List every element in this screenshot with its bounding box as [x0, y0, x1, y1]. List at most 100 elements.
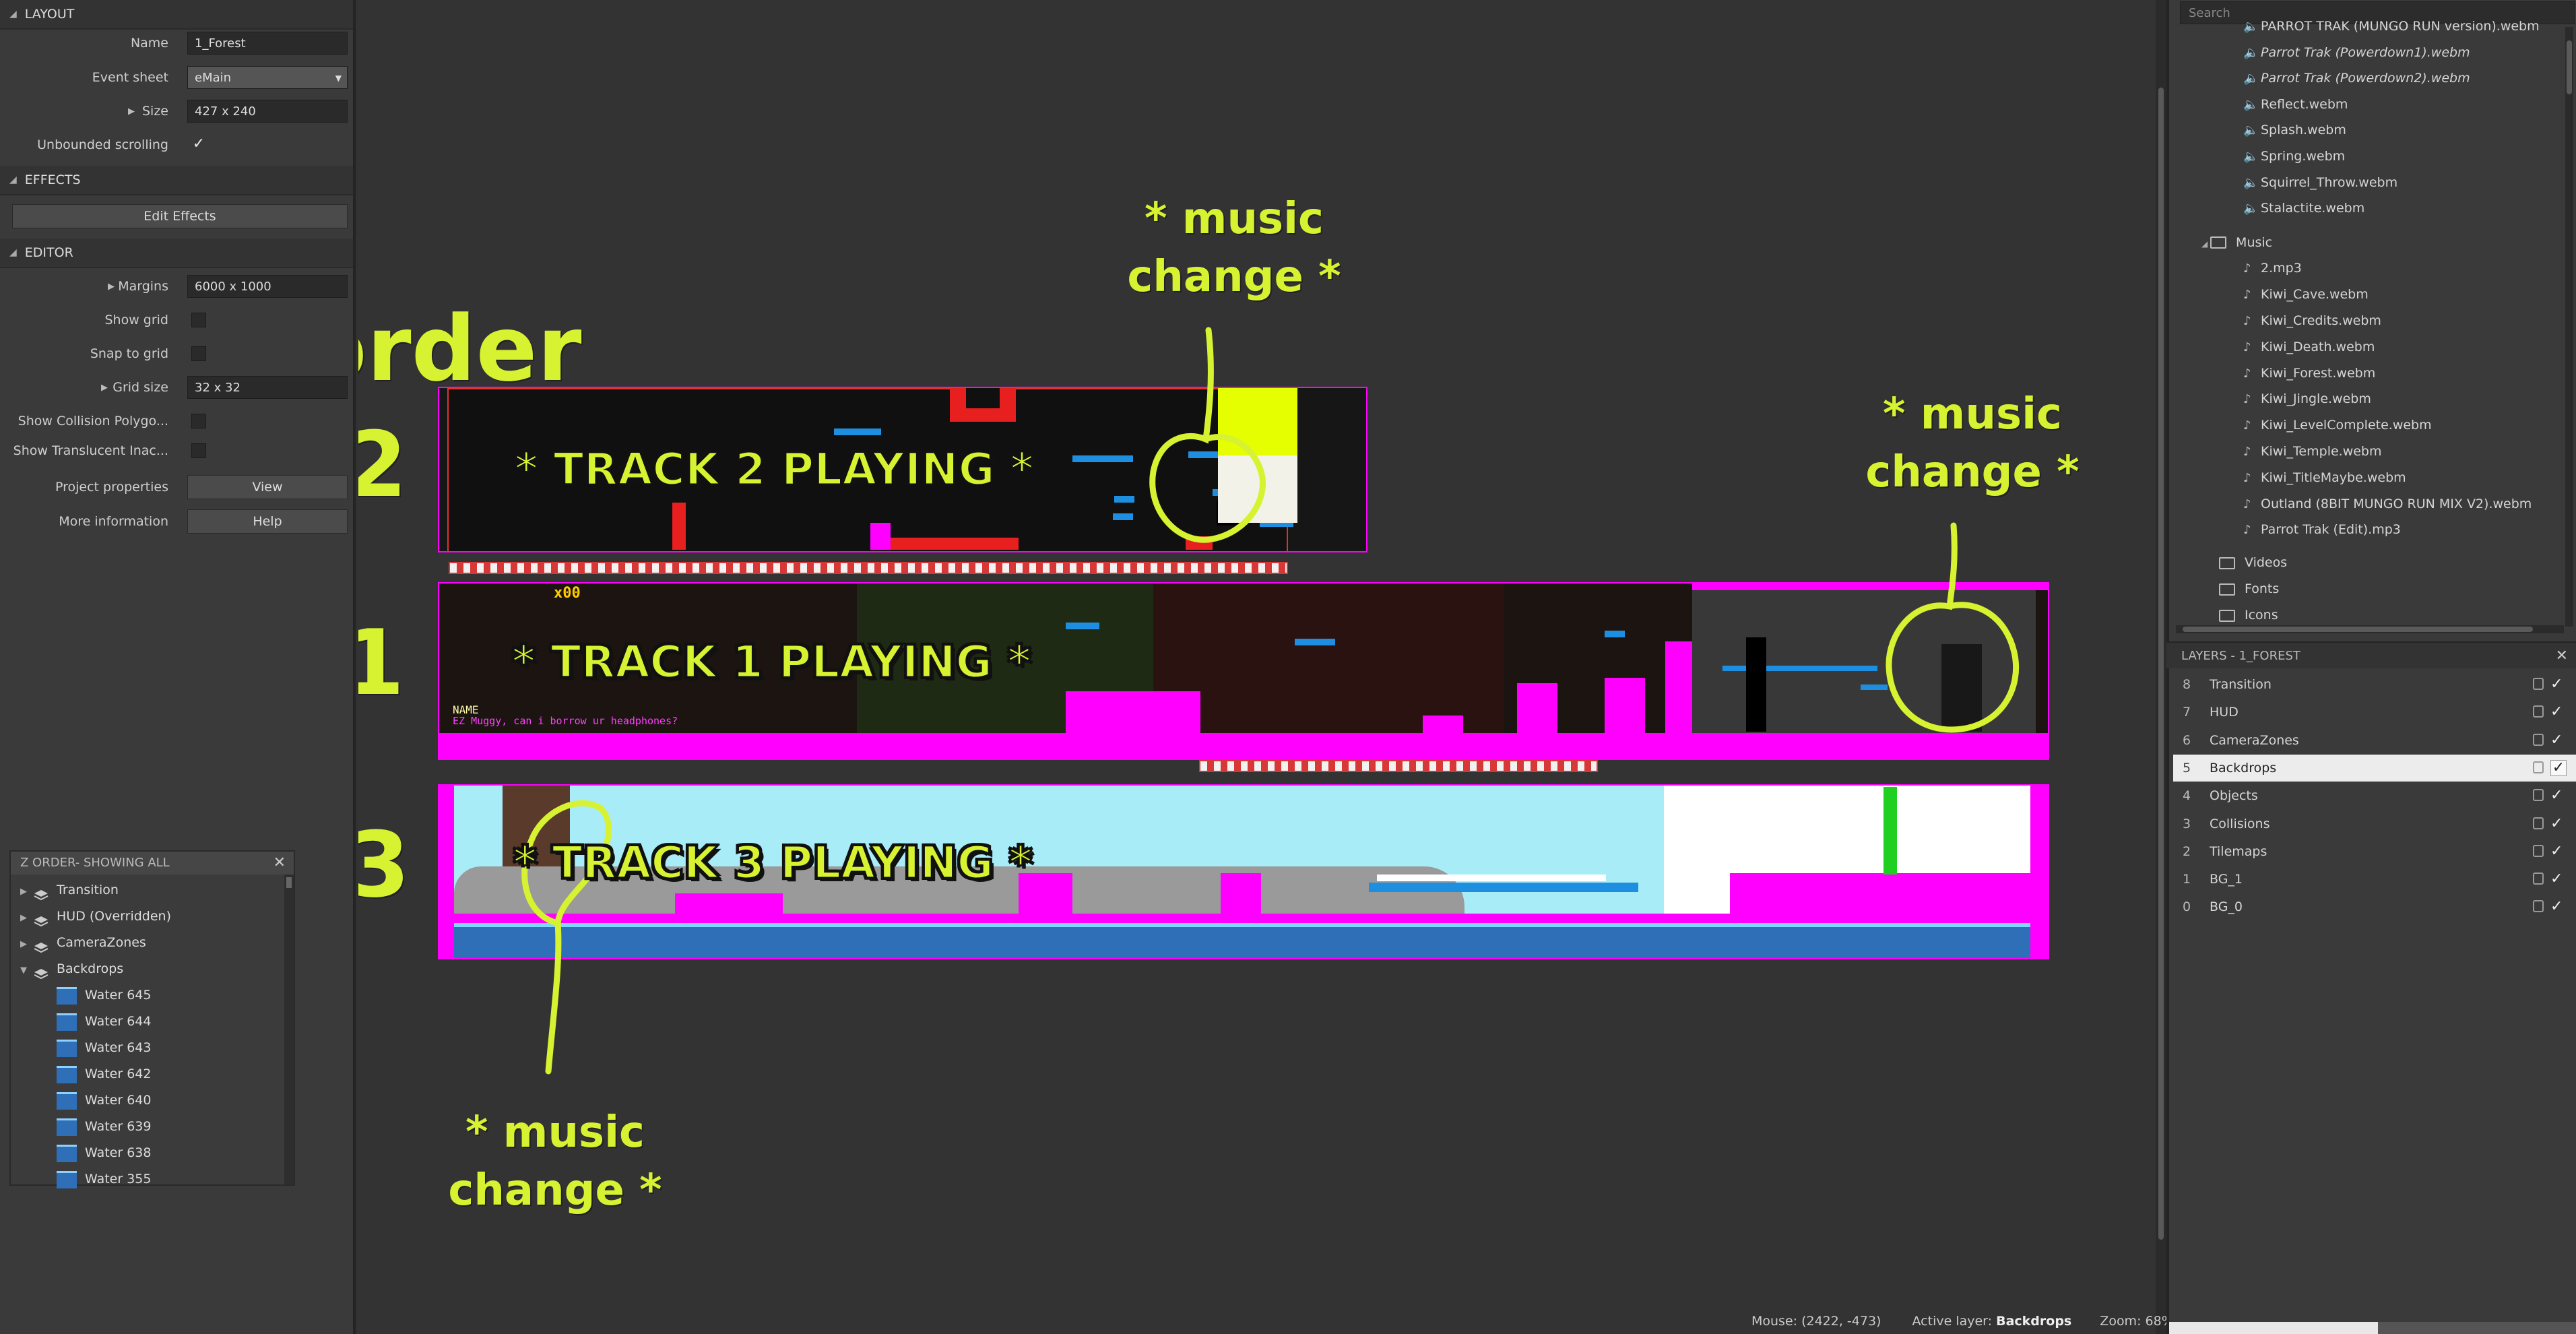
z-order-item[interactable]: Water 638 — [57, 1140, 151, 1166]
edit-effects-button[interactable]: Edit Effects — [12, 204, 348, 228]
visibility-check-icon[interactable]: ✓ — [2550, 898, 2563, 916]
z-order-item[interactable]: Water 640 — [57, 1087, 151, 1113]
lock-icon[interactable] — [2533, 733, 2544, 746]
search-input[interactable]: Search — [2180, 1, 2575, 24]
z-order-layer[interactable]: ▶HUD (Overridden) — [20, 903, 171, 929]
z-order-scrollbar[interactable] — [284, 875, 294, 1184]
music-file-item[interactable]: ♪Kiwi_Death.webm — [2243, 334, 2375, 360]
music-file-item[interactable]: ♪Kiwi_Credits.webm — [2243, 308, 2381, 334]
tab[interactable] — [2378, 1322, 2576, 1334]
z-order-item[interactable]: Water 643 — [57, 1035, 151, 1060]
sound-file-item[interactable]: 🔈Parrot Trak (Powerdown1).webm — [2243, 40, 2470, 65]
snap-to-grid-checkbox[interactable] — [191, 346, 206, 361]
scrollbar-thumb[interactable] — [2158, 88, 2164, 1240]
editor-section-header[interactable]: ◢ EDITOR — [0, 239, 353, 268]
z-order-layer[interactable]: ▶CameraZones — [20, 930, 146, 955]
effects-section-header[interactable]: ◢ EFFECTS — [0, 166, 353, 195]
sound-file-item[interactable]: 🔈Spring.webm — [2243, 144, 2345, 169]
show-translucent-checkbox[interactable] — [191, 443, 206, 458]
project-folder[interactable]: Videos — [2219, 550, 2287, 575]
visibility-check-icon[interactable]: ✓ — [2550, 815, 2563, 832]
z-order-item[interactable]: Water 642 — [57, 1061, 151, 1087]
music-file-item[interactable]: ♪Outland (8BIT MUNGO RUN MIX V2).webm — [2243, 491, 2532, 517]
music-folder[interactable]: ◢ Music — [2201, 230, 2272, 255]
lock-icon[interactable] — [2533, 678, 2544, 690]
z-order-item[interactable]: Water 644 — [57, 1009, 151, 1034]
z-order-layer[interactable]: ▶Transition — [20, 877, 119, 903]
grid-size-field[interactable]: 32 x 32 — [187, 376, 348, 399]
sound-file-item[interactable]: 🔈PARROT TRAK (MUNGO RUN version).webm — [2243, 13, 2540, 39]
scrollbar-thumb[interactable] — [2183, 627, 2533, 632]
project-horizontal-scrollbar[interactable] — [2176, 625, 2564, 633]
lock-icon[interactable] — [2533, 872, 2544, 885]
layout-canvas[interactable]: x00 NAME EZ Muggy, can i borrow ur headp… — [358, 0, 2156, 1334]
expand-icon[interactable]: ▶ — [20, 939, 27, 949]
expand-icon[interactable]: ▶ — [128, 106, 135, 117]
expand-icon[interactable]: ◢ — [2201, 239, 2211, 249]
close-icon[interactable]: ✕ — [273, 854, 286, 871]
event-sheet-select[interactable]: eMain ▼ — [187, 66, 348, 89]
scrollbar-thumb[interactable] — [2567, 40, 2572, 94]
z-order-layer[interactable]: ▼Backdrops — [20, 956, 123, 982]
lock-icon[interactable] — [2533, 761, 2544, 773]
visibility-check-icon[interactable]: ✓ — [2550, 731, 2563, 749]
music-file-item[interactable]: ♪Kiwi_TitleMaybe.webm — [2243, 465, 2406, 490]
name-field[interactable]: 1_Forest — [187, 32, 348, 55]
visibility-check-icon[interactable]: ✓ — [2550, 870, 2563, 888]
lock-icon[interactable] — [2533, 705, 2544, 718]
expand-icon[interactable]: ▶ — [20, 913, 27, 923]
margins-field[interactable]: 6000 x 1000 — [187, 275, 348, 298]
close-icon[interactable]: ✕ — [2555, 647, 2568, 664]
sound-file-item[interactable]: 🔈Splash.webm — [2243, 117, 2346, 143]
music-file-item[interactable]: ♪Kiwi_Forest.webm — [2243, 360, 2375, 386]
level-section-track-3[interactable] — [438, 784, 2049, 959]
lock-icon[interactable] — [2533, 900, 2544, 913]
project-folder[interactable]: Icons — [2219, 602, 2278, 628]
visibility-check-icon[interactable]: ✓ — [2550, 787, 2563, 804]
music-file-item[interactable]: ♪Kiwi_Cave.webm — [2243, 282, 2369, 307]
lock-icon[interactable] — [2533, 844, 2544, 857]
project-scrollbar[interactable] — [2565, 27, 2573, 627]
view-button[interactable]: View — [187, 475, 348, 499]
visibility-check-icon[interactable]: ✓ — [2550, 703, 2563, 721]
sound-file-item[interactable]: 🔈Stalactite.webm — [2243, 195, 2364, 221]
music-file-item[interactable]: ♪Parrot Trak (Edit).mp3 — [2243, 517, 2401, 542]
sound-file-item[interactable]: 🔈Parrot Trak (Powerdown2).webm — [2243, 65, 2470, 91]
lock-icon[interactable] — [2533, 817, 2544, 829]
expand-icon[interactable]: ▶ — [20, 887, 27, 897]
unbounded-scrolling-checkbox[interactable]: ✓ — [192, 135, 205, 152]
canvas-vertical-scrollbar[interactable] — [2156, 0, 2166, 1334]
sound-file-item[interactable]: 🔈Reflect.webm — [2243, 92, 2348, 117]
visibility-check-icon[interactable]: ✓ — [2550, 759, 2567, 776]
music-file-item[interactable]: ♪Kiwi_Temple.webm — [2243, 439, 2382, 464]
lock-icon[interactable] — [2533, 789, 2544, 802]
z-order-item[interactable]: Water 645 — [57, 982, 151, 1008]
sound-file-item[interactable]: 🔈Squirrel_Throw.webm — [2243, 170, 2397, 195]
expand-icon[interactable]: ▶ — [108, 282, 115, 292]
visibility-check-icon[interactable]: ✓ — [2550, 676, 2563, 693]
size-field[interactable]: 427 x 240 — [187, 100, 348, 123]
show-grid-checkbox[interactable] — [191, 313, 206, 327]
z-order-panel[interactable]: Z ORDER- SHOWING ALL ✕ ▶Transition▶HUD (… — [9, 850, 295, 1188]
music-file-item[interactable]: ♪Kiwi_LevelComplete.webm — [2243, 412, 2432, 438]
visibility-check-icon[interactable]: ✓ — [2550, 842, 2563, 860]
z-order-item[interactable]: Water 355 — [57, 1166, 151, 1192]
scrollbar-thumb[interactable] — [286, 877, 292, 888]
music-file-item[interactable]: ♪2.mp3 — [2243, 255, 2302, 281]
expand-icon[interactable]: ▶ — [101, 383, 108, 393]
help-button[interactable]: Help — [187, 509, 348, 534]
show-collision-checkbox[interactable] — [191, 414, 206, 428]
music-file-item[interactable]: ♪Kiwi_Jingle.webm — [2243, 386, 2371, 412]
expand-icon[interactable]: ▼ — [20, 965, 27, 976]
z-order-item[interactable]: Water 639 — [57, 1114, 151, 1139]
layout-section-header[interactable]: ◢ LAYOUT — [0, 0, 353, 30]
